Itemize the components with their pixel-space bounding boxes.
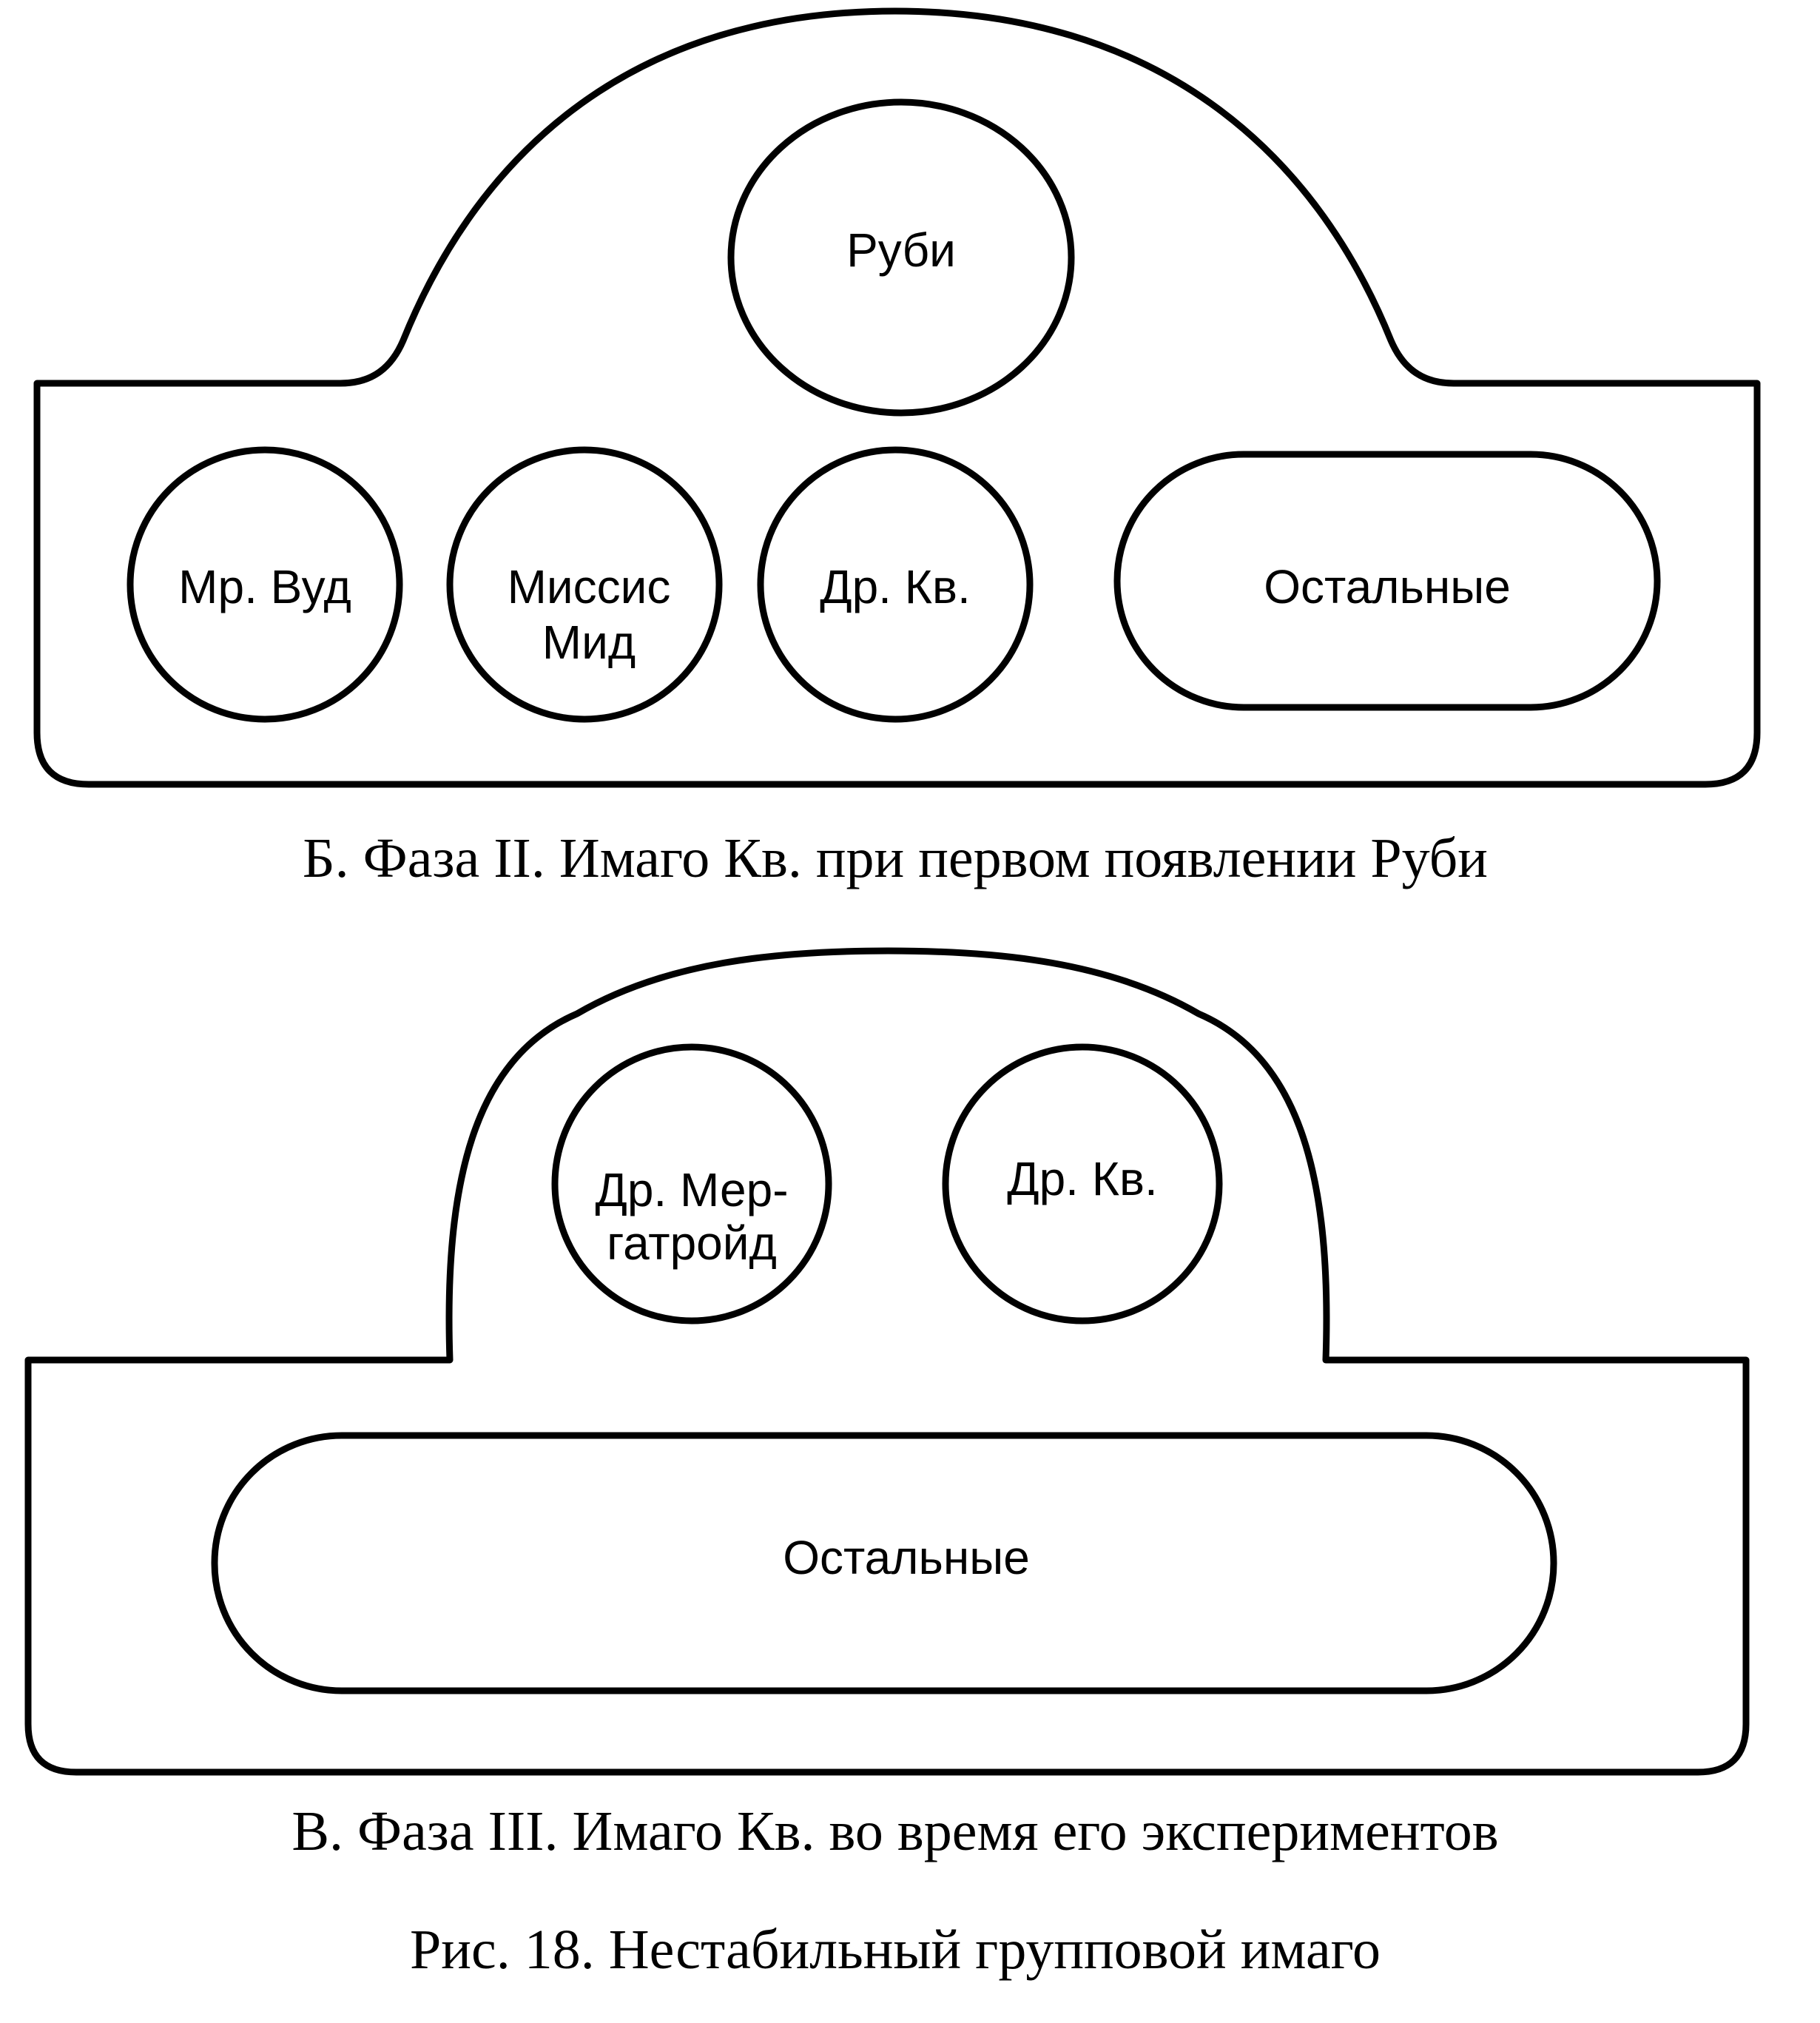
- svg-text:Др. Кв.: Др. Кв.: [820, 560, 971, 613]
- diagram-c-outline: [24, 947, 1750, 1776]
- node-dr-murgatroyd: Др. Мер- гатройд: [551, 1043, 832, 1324]
- node-mrs-mead: Миссис Мид: [446, 446, 723, 723]
- svg-text:Миссис: Миссис: [508, 560, 671, 613]
- node-others: Остальные: [211, 1432, 1557, 1694]
- svg-text:Мид: Мид: [542, 616, 636, 669]
- diagram-b: Руби Мр. Вуд Миссис Мид Др. Кв. Остальны…: [33, 7, 1761, 788]
- diagram-b-outline: [33, 7, 1761, 788]
- svg-text:Мр. Вуд: Мр. Вуд: [178, 560, 351, 613]
- figure-caption: Рис. 18. Нестабильный групповой имаго: [410, 1919, 1381, 1981]
- diagram-c: Др. Мер- гатройд Др. Кв. Остальные: [24, 947, 1750, 1776]
- caption-c: В. Фаза III. Имаго Кв. во время его эксп…: [291, 1800, 1498, 1862]
- node-mr-wood: Мр. Вуд: [127, 446, 403, 723]
- svg-text:Остальные: Остальные: [1264, 560, 1511, 613]
- node-dr-q: Др. Кв.: [942, 1043, 1223, 1324]
- svg-text:Руби: Руби: [846, 223, 956, 277]
- node-rubi: Руби: [727, 98, 1075, 417]
- caption-b: Б. Фаза II. Имаго Кв. при первом появлен…: [303, 827, 1488, 889]
- svg-text:гатройд: гатройд: [607, 1216, 777, 1270]
- node-dr-q: Др. Кв.: [757, 446, 1034, 723]
- svg-text:Др. Кв.: Др. Кв.: [1007, 1152, 1158, 1205]
- node-others: Остальные: [1113, 451, 1661, 711]
- svg-text:Остальные: Остальные: [783, 1531, 1030, 1584]
- svg-text:Др. Мер-: Др. Мер-: [595, 1163, 788, 1216]
